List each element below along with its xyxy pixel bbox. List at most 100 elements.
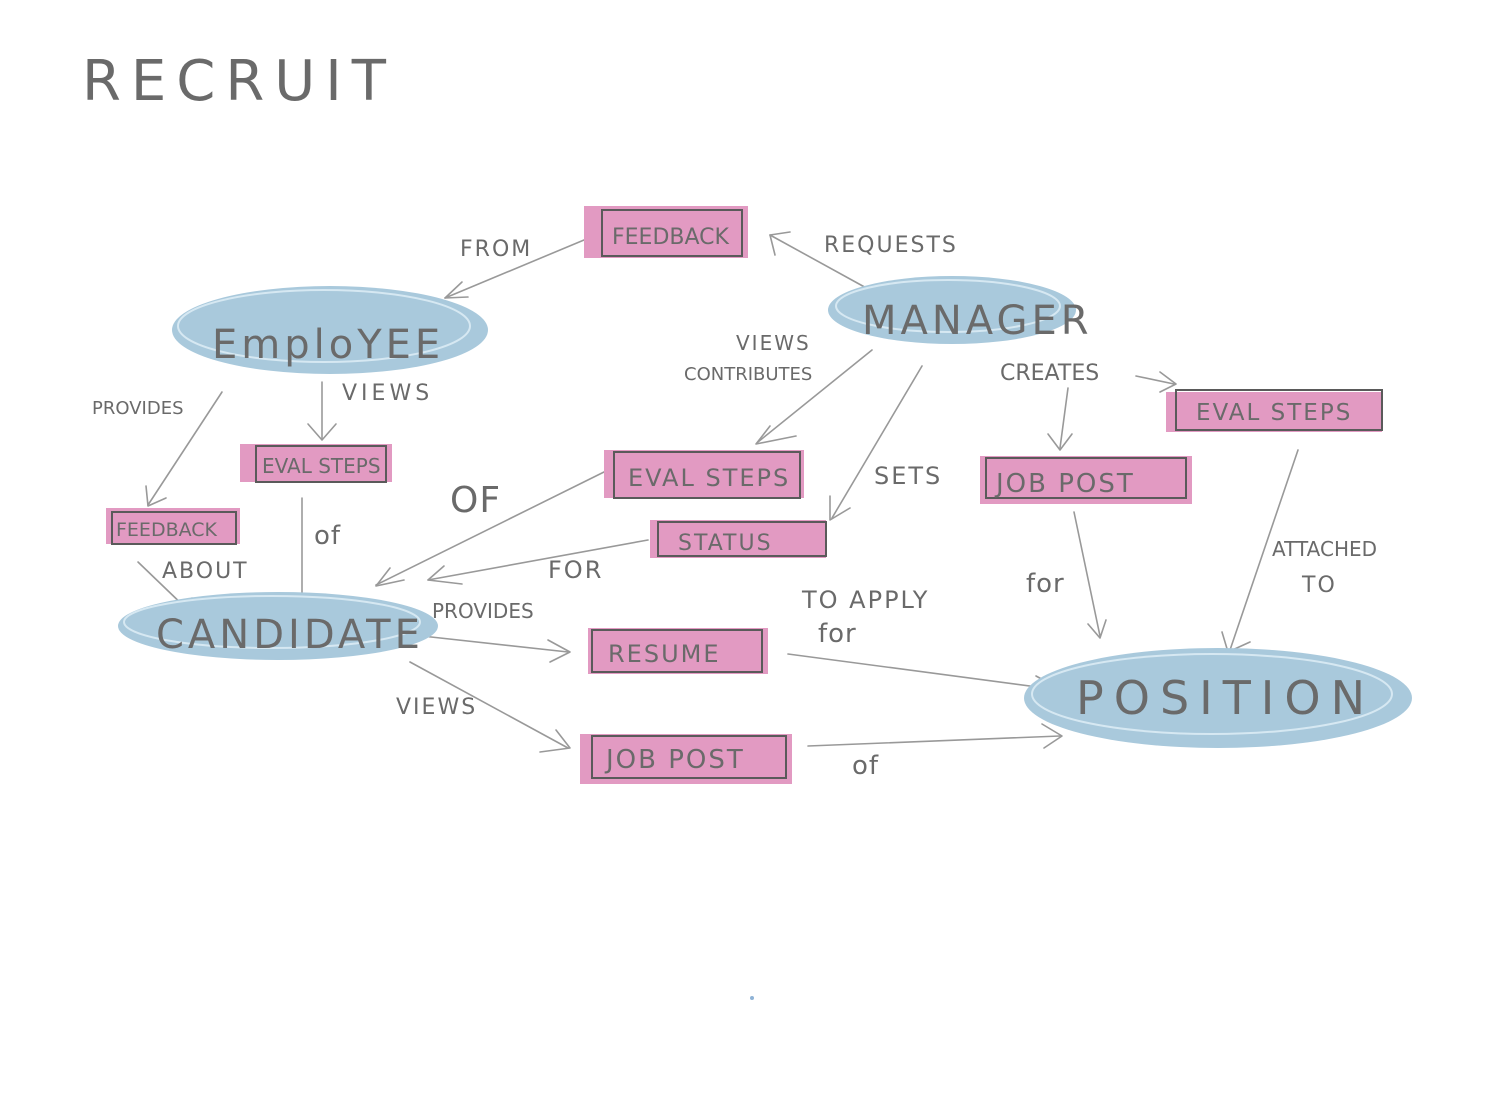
rel-for-status: FOR: [548, 556, 603, 584]
rel-of-center: OF: [450, 480, 501, 521]
arrowhead-feedback: [769, 231, 791, 256]
rel-sets: SETS: [874, 462, 942, 490]
job-post-bottom-outline: [591, 735, 787, 779]
eval-steps-employee-label: EVAL STEPS: [262, 454, 381, 478]
rel-views-candidate: VIEWS: [396, 695, 477, 720]
edge-jobpost-for-position: [1073, 511, 1101, 637]
edge-manager-to-evalsteps-right: [1135, 375, 1175, 385]
rel-requests: REQUESTS: [824, 233, 958, 258]
eval-steps-center-outline: [613, 451, 801, 499]
edge-employee-to-feedback: [147, 391, 223, 506]
entity-employee: EmploYEE: [172, 286, 488, 374]
box-eval-steps-center: EVAL STEPS: [604, 450, 804, 499]
arrowhead-position-of: [1041, 723, 1063, 749]
rel-of-employee: of: [314, 521, 341, 551]
rel-views-contributes-2: CONTRIBUTES: [684, 364, 812, 385]
feedback-top-label: FEEDBACK: [612, 225, 730, 250]
entity-manager: MANAGER: [828, 276, 1093, 344]
arrowhead-candidate-of: [375, 567, 405, 587]
box-feedback-top: FEEDBACK: [584, 206, 748, 258]
position-highlight: [1031, 653, 1393, 735]
status-outline: [657, 521, 827, 557]
position-label: POSITION: [1076, 671, 1375, 725]
arrowhead-evalsteps-right: [1159, 371, 1177, 393]
rel-to-apply-1: TO APPLY: [801, 586, 929, 614]
edge-status-for-candidate: [427, 539, 649, 581]
resume-outline: [591, 629, 763, 673]
box-job-post-right: JOB POST: [980, 456, 1192, 504]
box-status: STATUS: [650, 520, 827, 558]
edge-manager-to-jobpost: [1059, 387, 1069, 449]
edge-candidate-to-jobpost: [409, 661, 569, 749]
position-ellipse: [1024, 648, 1412, 748]
feedback-left-fill: [106, 508, 240, 544]
job-post-right-label: JOB POST: [994, 469, 1135, 499]
feedback-top-outline: [601, 209, 743, 257]
diagram-title: RECRUIT: [82, 49, 396, 114]
rel-to-apply-2: for: [818, 619, 857, 649]
rel-about: ABOUT: [162, 559, 249, 584]
edge-candidate-to-resume: [421, 635, 569, 653]
arrowhead-status: [829, 495, 851, 521]
rel-views-contributes-1: VIEWS: [736, 331, 811, 355]
resume-fill: [588, 628, 768, 674]
rel-of-jobpost: of: [852, 751, 879, 781]
arrowhead-position-for: [1087, 619, 1107, 639]
stray-dot: [750, 996, 754, 1000]
eval-steps-center-label: EVAL STEPS: [628, 464, 790, 492]
job-post-right-outline: [985, 457, 1187, 499]
edge-evalsteps-attached-position: [1229, 449, 1299, 651]
arrowhead-employee: [444, 281, 469, 299]
box-eval-steps-right: EVAL STEPS: [1166, 389, 1383, 432]
feedback-left-label: FEEDBACK: [116, 519, 218, 541]
eval-steps-center-fill: [604, 450, 804, 498]
arrowhead-resume: [547, 639, 571, 663]
candidate-label: CANDIDATE: [156, 612, 424, 658]
edge-manager-to-evalsteps: [757, 349, 873, 443]
entity-position: POSITION: [1024, 648, 1412, 748]
job-post-right-fill: [980, 456, 1192, 504]
rel-from: FROM: [460, 237, 532, 262]
rel-for-jobpost: for: [1026, 569, 1065, 599]
status-label: STATUS: [678, 531, 773, 556]
edge-jobpost-of-position: [807, 735, 1061, 747]
arrowhead-jobpost-right: [1047, 433, 1073, 451]
edge-feedback-to-employee: [444, 239, 585, 299]
arrowhead-evalsteps-center: [755, 425, 797, 445]
connectors: [137, 231, 1299, 753]
edge-resume-to-position: [787, 653, 1061, 691]
rel-provides-left: PROVIDES: [92, 398, 184, 419]
eval-steps-right-outline: [1175, 389, 1383, 431]
resume-label: RESUME: [608, 640, 721, 668]
arrowhead-jobpost-bottom: [539, 729, 571, 753]
manager-highlight: [835, 279, 1061, 333]
feedback-left-outline: [111, 511, 237, 545]
employee-highlight: [177, 289, 471, 363]
job-post-bottom-label: JOB POST: [604, 745, 745, 775]
arrowhead-candidate-for: [427, 565, 463, 585]
box-feedback-left: FEEDBACK: [106, 508, 240, 545]
rel-provides-candidate: PROVIDES: [432, 599, 534, 623]
entity-candidate: CANDIDATE: [118, 592, 438, 660]
relation-labels: FROM REQUESTS PROVIDES VIEWS VIEWS CONTR…: [92, 233, 1377, 781]
eval-steps-right-fill: [1166, 392, 1382, 432]
manager-label: MANAGER: [862, 298, 1093, 344]
arrowhead-evalsteps-emp: [307, 423, 337, 441]
status-fill: [650, 520, 826, 558]
box-resume: RESUME: [588, 628, 768, 674]
edge-evalsteps-of-candidate-center: [375, 471, 605, 586]
rel-creates: CREATES: [1000, 361, 1099, 386]
box-eval-steps-employee: EVAL STEPS: [240, 444, 392, 483]
rel-attached-2: TO: [1301, 573, 1337, 598]
employee-label: EmploYEE: [212, 322, 444, 368]
edge-manager-to-status: [831, 365, 923, 519]
arrowhead-feedback-left: [145, 485, 167, 507]
eval-steps-employee-outline: [255, 445, 387, 483]
employee-ellipse: [172, 286, 488, 374]
job-post-bottom-fill: [580, 734, 792, 784]
edge-manager-to-feedback: [769, 234, 871, 291]
candidate-highlight: [123, 595, 421, 649]
feedback-top-fill: [584, 206, 748, 258]
rel-attached-1: ATTACHED: [1272, 537, 1377, 561]
